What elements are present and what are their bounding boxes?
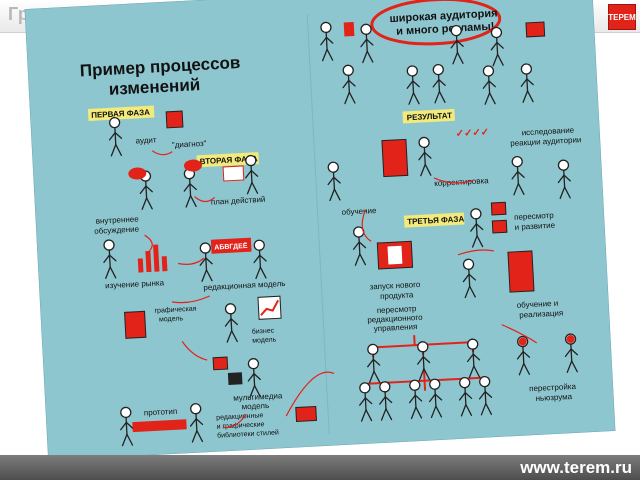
flow-arrows [144, 150, 538, 429]
review-label1: пересмотр [514, 211, 555, 222]
bubble-line1: широкая аудитория [389, 7, 498, 25]
style-books [295, 405, 318, 423]
prototype-label: прототип [144, 407, 178, 418]
speech-bubble-b [183, 159, 202, 172]
phase2-tag [196, 152, 259, 168]
brand-banner [210, 237, 252, 254]
prototype-strip [132, 419, 187, 433]
phase1-label: ПЕРВАЯ ФАЗА [91, 108, 150, 120]
market-label: изучение рынка [105, 278, 165, 290]
footer-bar: www.terem.ru [0, 455, 640, 480]
result-tag [402, 108, 455, 124]
training2-label2: реализация [519, 308, 563, 319]
terem-logo: ТЕРЕМ [608, 4, 636, 30]
editorial-model-label: редакционная модель [203, 279, 285, 292]
poster-fold [306, 14, 330, 434]
market-bar-3 [153, 244, 160, 272]
libraries-label3: библиотеки стилей [217, 428, 279, 439]
market-bar-1 [137, 258, 144, 273]
business-label: бизнес [252, 327, 275, 336]
multimedia-label: мультимедиа [233, 391, 283, 403]
business-chart [257, 295, 282, 320]
discussions-label: обсуждение [94, 224, 140, 235]
media-screen-b [227, 372, 243, 386]
graphic-model-label2: модель [159, 315, 184, 323]
launch-label2: продукта [380, 290, 414, 301]
process-poster: Пример процессов изменений широкая аудит… [24, 0, 616, 461]
review-sheet-a [490, 201, 507, 216]
market-bar-4 [161, 256, 168, 272]
review-label2: и развитие [514, 221, 555, 232]
website-link[interactable]: www.terem.ru [520, 458, 632, 477]
review-sheet-b [491, 219, 508, 234]
rebuild-label2: ньюзрума [535, 392, 572, 403]
market-bar-2 [145, 250, 152, 273]
result-label: РЕЗУЛЬТАТ [407, 111, 453, 122]
graphic-model-board [124, 310, 147, 339]
helmet-a [518, 337, 527, 346]
bubble-line2: и много рекламы! [396, 21, 495, 38]
business-trend [260, 299, 280, 316]
diagnosis-board [165, 110, 184, 129]
libraries-label1: редакционные [216, 412, 264, 421]
multimedia-label2: модель [241, 401, 269, 411]
revision-label2: редакционного [367, 313, 423, 325]
result-board [381, 138, 409, 178]
graphic-model-label: графическая [154, 306, 196, 315]
media-screen-a [212, 356, 229, 371]
diagnosis-label: "диагноз" [172, 139, 207, 150]
training2-label1: обучение и [516, 299, 558, 310]
research-label2: реакции аудитории [510, 135, 582, 148]
highlight-circle [370, 0, 502, 46]
checkmarks: ✓✓✓✓ [455, 127, 489, 140]
training-label: обучение [341, 206, 377, 217]
poster-background [24, 0, 616, 461]
phase3-label: ТРЕТЬЯ ФАЗА [407, 214, 465, 226]
training-board [507, 250, 535, 293]
rebuild-label1: перестройка [529, 382, 577, 393]
tv-screen [525, 21, 546, 38]
launch-product [387, 245, 403, 265]
brand-text: АБВГДЕЁ [214, 242, 248, 252]
audit-label: аудит [135, 135, 157, 145]
poster-canvas: Пример процессов изменений широкая аудит… [24, 0, 616, 461]
phase1-tag [87, 105, 155, 121]
phase2-label: ВТОРАЯ ФАЗА [200, 154, 259, 166]
phase3-tag [403, 212, 465, 228]
internal-label: внутреннее [96, 214, 140, 225]
action-plan-label: план действий [211, 195, 266, 207]
speech-bubble-a [128, 167, 147, 180]
business-label2: модель [252, 336, 277, 344]
plan-sheet [222, 165, 245, 182]
helmet-b [566, 335, 575, 344]
correction-label: корректировка [434, 176, 489, 188]
ad-flag [343, 21, 355, 37]
launch-label1: запуск нового [369, 280, 421, 292]
revision-label1: пересмотр [377, 304, 418, 315]
poster-title-line2: изменений [108, 75, 200, 99]
research-label1: исследование [521, 126, 574, 138]
libraries-label2: и графические [217, 421, 265, 430]
revision-label3: управления [374, 322, 418, 333]
